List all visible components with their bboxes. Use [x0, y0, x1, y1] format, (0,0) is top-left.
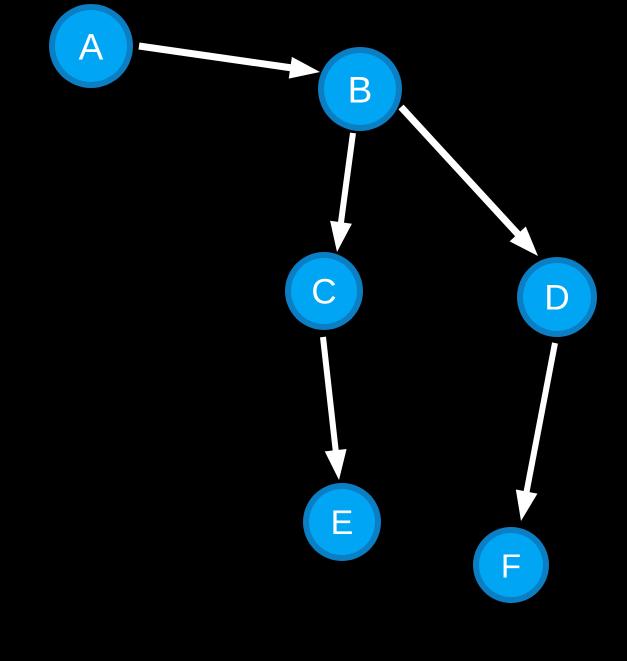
edge-b-to-d	[398, 104, 538, 256]
node-label: E	[331, 504, 354, 542]
edge-shaft	[398, 104, 522, 238]
node-label: F	[501, 548, 521, 585]
node-c[interactable]: C	[285, 252, 363, 330]
edge-shaft	[138, 42, 293, 72]
edge-shaft	[337, 132, 356, 225]
edge-d-to-f	[515, 342, 558, 521]
node-f[interactable]: F	[473, 527, 549, 603]
node-fill	[309, 489, 375, 555]
arrowhead-icon	[509, 226, 538, 256]
edge-a-to-b	[138, 42, 320, 79]
node-label: D	[544, 279, 569, 318]
node-label: A	[79, 27, 104, 68]
node-fill	[55, 10, 127, 82]
node-label: C	[311, 273, 336, 312]
node-fill	[324, 53, 396, 125]
node-d[interactable]: D	[517, 257, 597, 337]
arrowhead-icon	[330, 220, 352, 252]
node-fill	[479, 533, 543, 597]
node-e[interactable]: E	[303, 483, 381, 561]
node-b[interactable]: B	[318, 47, 402, 131]
node-label: B	[348, 70, 373, 111]
edge-shaft	[523, 342, 558, 495]
nodes-layer: A B C D E F	[49, 4, 597, 603]
edge-shaft	[320, 336, 339, 453]
node-a[interactable]: A	[49, 4, 133, 88]
edges-layer	[138, 42, 558, 521]
node-fill	[291, 258, 357, 324]
edge-b-to-c	[330, 132, 356, 252]
arrowhead-icon	[288, 56, 320, 79]
edge-c-to-e	[320, 336, 347, 480]
node-fill	[523, 263, 591, 331]
arrowhead-icon	[324, 448, 347, 480]
arrowhead-icon	[515, 489, 538, 521]
